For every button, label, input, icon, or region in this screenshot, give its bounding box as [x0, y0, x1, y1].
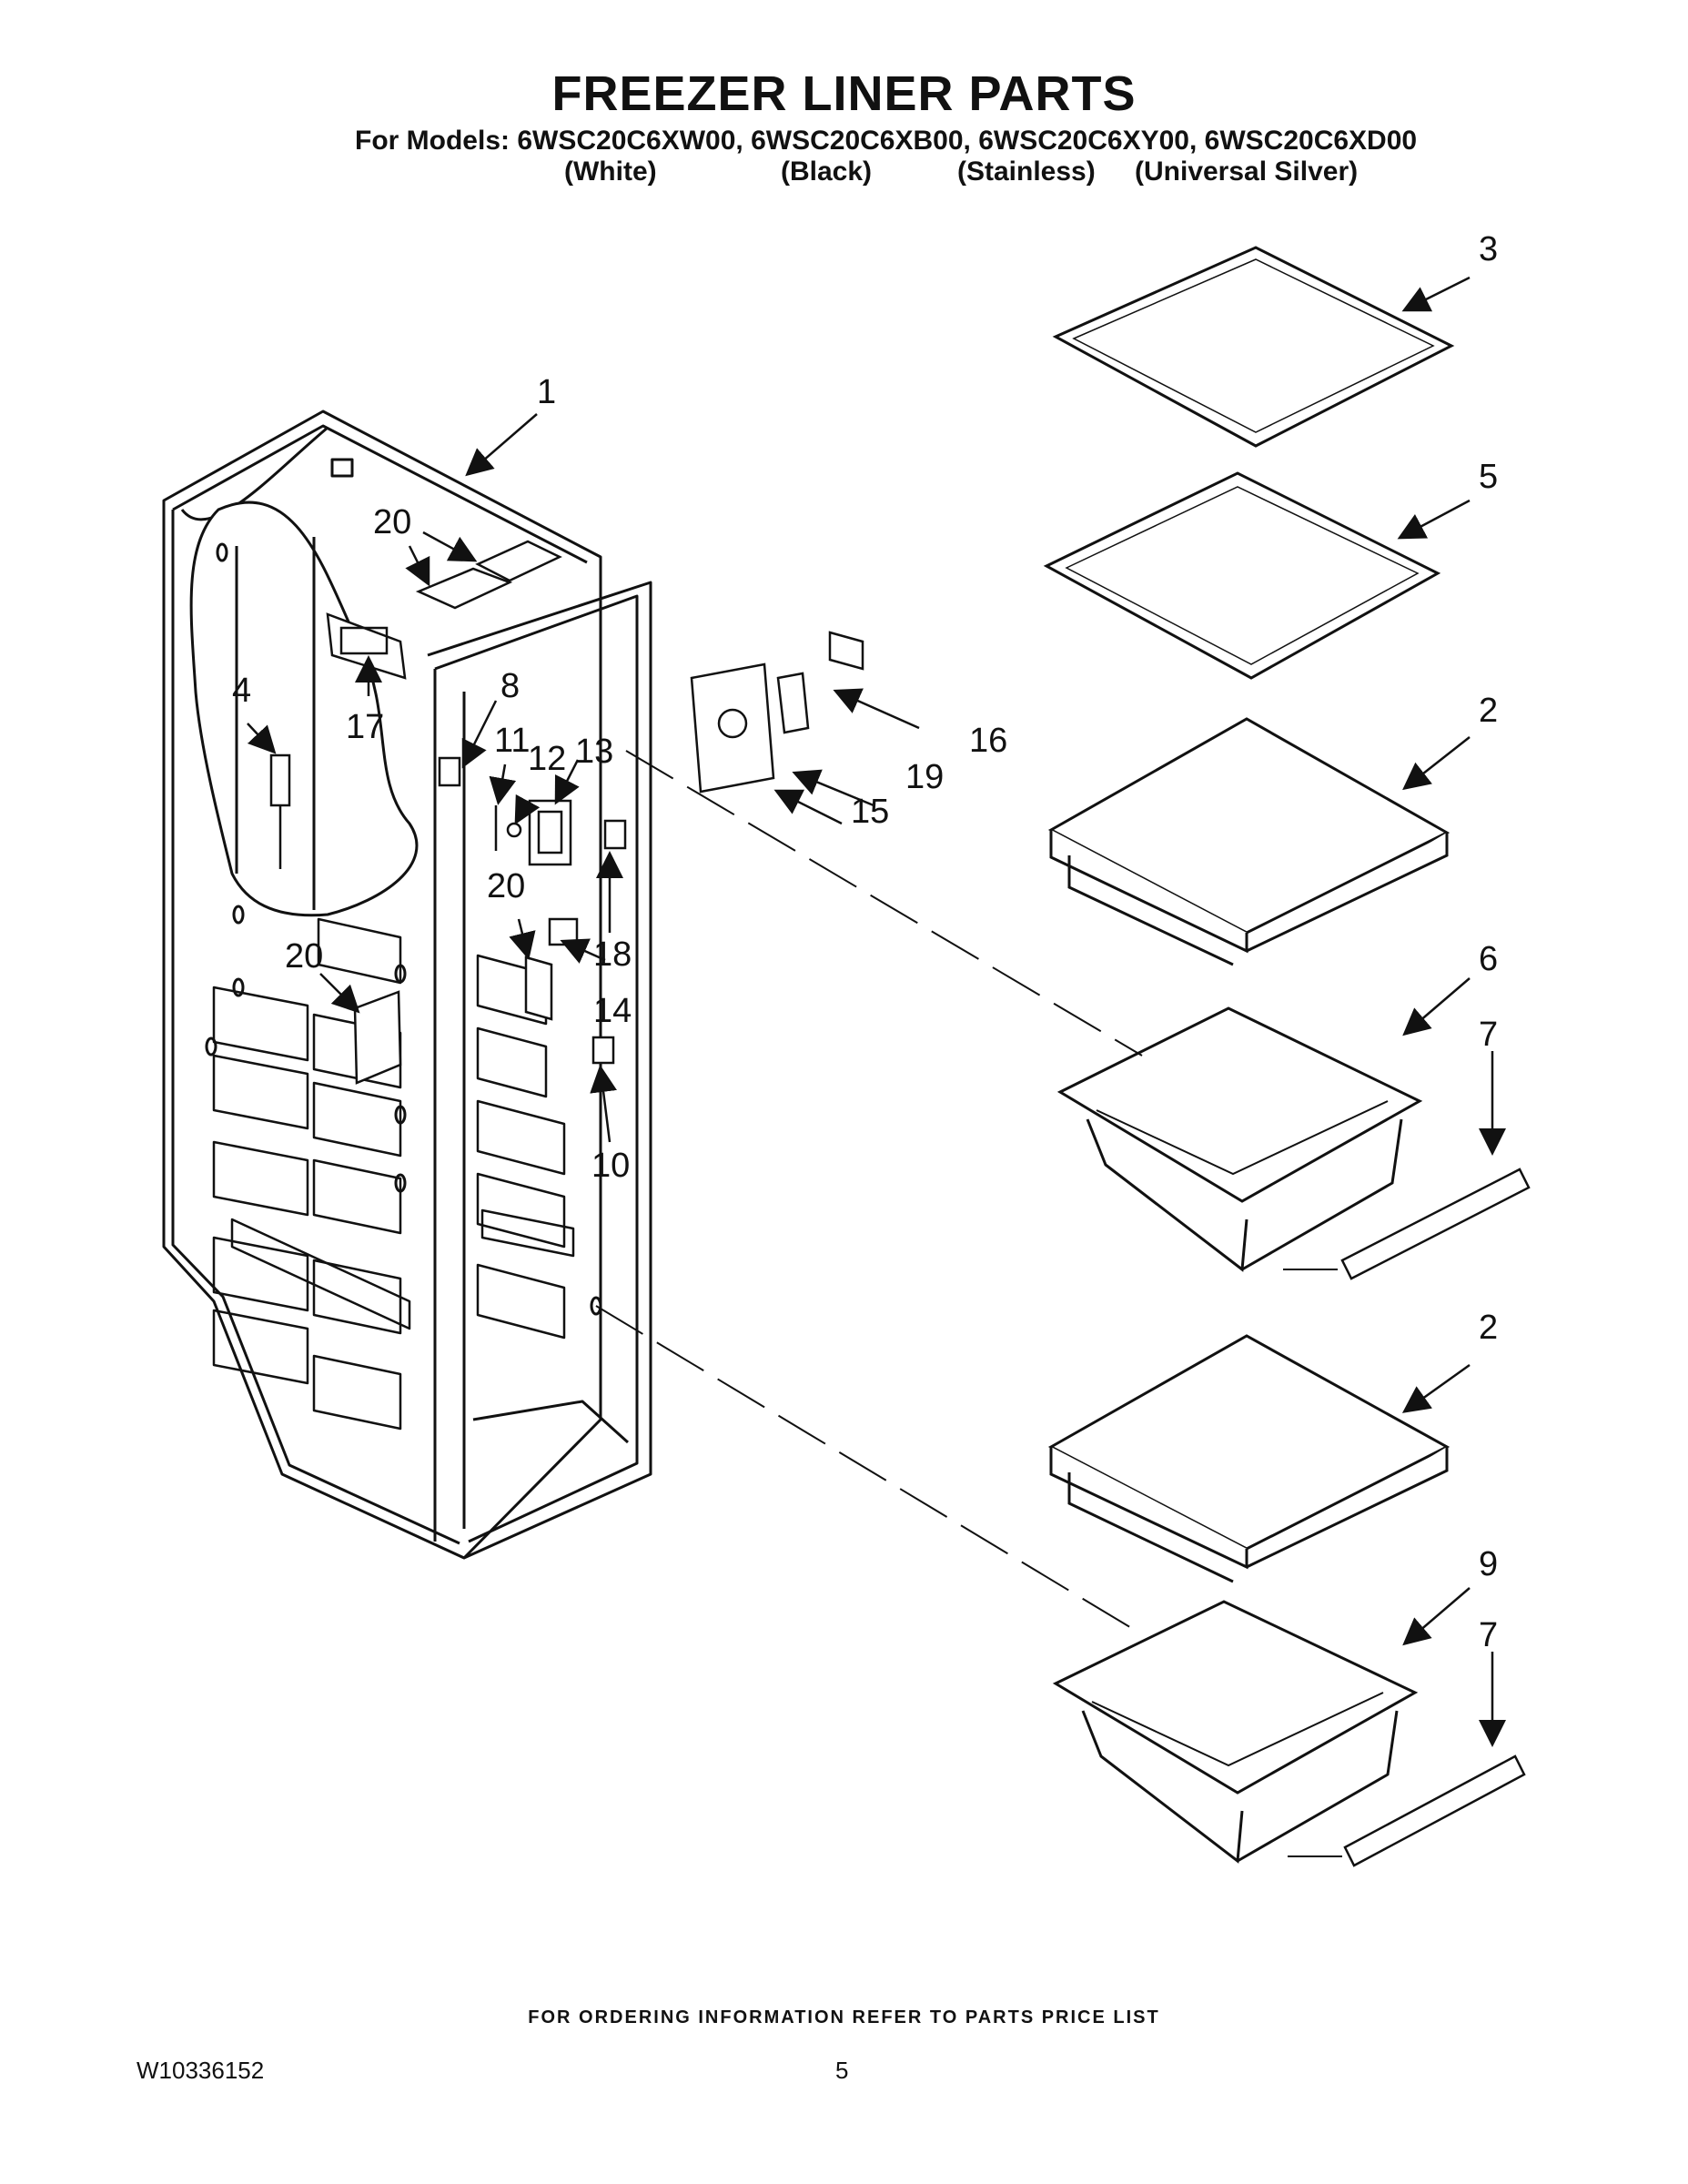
callout-2-upper: 2	[1479, 692, 1499, 730]
callout-19: 19	[905, 758, 945, 796]
leader-arrows	[247, 276, 1506, 1747]
callout-12: 12	[528, 740, 567, 778]
trim-7-upper	[1340, 1168, 1531, 1280]
document-number: W10336152	[136, 2057, 265, 2084]
finish-universal-silver: (Universal Silver)	[1135, 157, 1359, 187]
callout-20-top: 20	[373, 503, 412, 541]
finish-stainless: (Stainless)	[957, 157, 1096, 187]
trim-7-lower	[1343, 1754, 1526, 1867]
callout-14: 14	[593, 992, 632, 1030]
callout-16: 16	[969, 722, 1008, 760]
shelf-2-lower	[1047, 1334, 1450, 1583]
drawer-6	[1056, 1006, 1423, 1272]
callout-15: 15	[851, 793, 890, 831]
shelf-2-upper	[1047, 717, 1450, 966]
callout-10: 10	[591, 1147, 631, 1185]
callout-11: 11	[494, 722, 531, 760]
callout-7-upper: 7	[1479, 1016, 1499, 1054]
ordering-note: FOR ORDERING INFORMATION REFER TO PARTS …	[528, 2007, 1160, 2027]
shelf-3	[1052, 246, 1455, 448]
freezer-liner	[162, 410, 652, 1560]
callout-20-left: 20	[285, 937, 324, 976]
callout-13: 13	[575, 733, 614, 771]
callout-2-lower: 2	[1479, 1309, 1499, 1347]
finish-white: (White)	[564, 157, 657, 187]
callout-20-middle: 20	[487, 867, 526, 905]
drawer-9	[1052, 1600, 1419, 1864]
finish-black: (Black)	[781, 157, 873, 187]
liner-components	[269, 540, 627, 1085]
alignment-lines	[595, 750, 1345, 1857]
callout-7-lower: 7	[1479, 1616, 1499, 1654]
callout-9: 9	[1479, 1545, 1499, 1583]
page-number: 5	[835, 2057, 849, 2084]
callout-18: 18	[593, 935, 632, 974]
finishes-row: (White) (Black) (Stainless) (Universal S…	[0, 157, 1688, 193]
callout-8: 8	[500, 667, 521, 705]
callout-1: 1	[537, 373, 557, 411]
control-housing	[690, 631, 864, 794]
shelf-5	[1043, 471, 1441, 680]
callout-17: 17	[346, 708, 385, 746]
callout-5: 5	[1479, 458, 1499, 496]
callout-3: 3	[1479, 230, 1499, 268]
callout-4: 4	[232, 672, 252, 710]
page-title: FREEZER LINER PARTS	[551, 66, 1137, 121]
models-line: For Models: 6WSC20C6XW00, 6WSC20C6XB00, …	[355, 126, 1418, 156]
callout-6: 6	[1479, 940, 1499, 978]
